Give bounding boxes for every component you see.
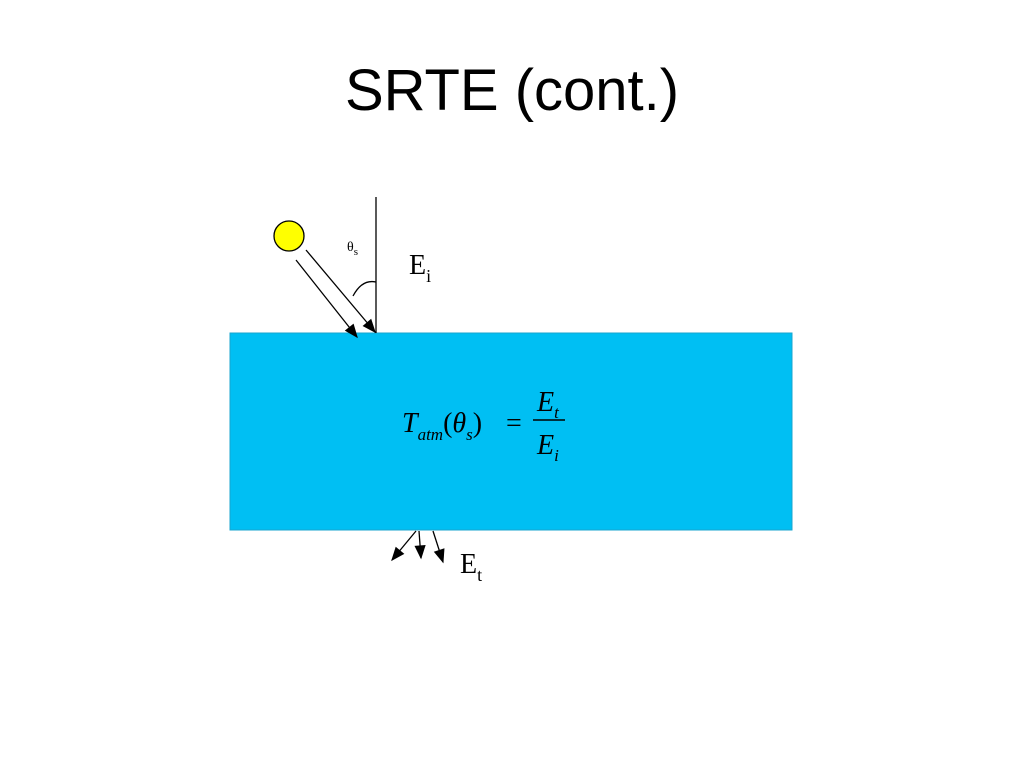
eq-theta-sub: s [466, 425, 473, 444]
eq-T-sub: atm [418, 425, 444, 444]
eq-numerator: E [536, 387, 554, 418]
transmitted-ray-2 [414, 530, 426, 560]
svg-text:Et: Et [536, 387, 560, 422]
eq-theta: θ [452, 408, 466, 439]
eq-close-paren: ) [473, 408, 482, 439]
angle-arc [352, 280, 377, 297]
transmitted-irradiance-label: Et [460, 549, 482, 585]
incident-ray-1 [295, 259, 358, 339]
atmosphere-layer [229, 332, 793, 531]
transmitted-ray-3 [432, 530, 445, 564]
angle-label-sub: s [354, 246, 358, 258]
incident-label-base: E [409, 250, 426, 281]
transmitted-label-sub: t [477, 565, 482, 585]
svg-text:Tatm(θs): Tatm(θs) [402, 408, 482, 444]
incident-ray-2 [305, 249, 376, 334]
transmitted-label-base: E [460, 549, 477, 580]
transmittance-equation: Tatm(θs) = Et Ei [402, 387, 565, 465]
eq-numerator-sub: t [554, 403, 560, 422]
angle-label: θs [347, 240, 358, 258]
angle-label-base: θ [347, 240, 354, 255]
svg-text:Ei: Ei [536, 430, 559, 465]
eq-denominator-sub: i [554, 446, 559, 465]
eq-equals: = [506, 408, 522, 439]
slide-title: SRTE (cont.) [344, 58, 680, 123]
eq-denominator: E [536, 430, 554, 461]
eq-open-paren: ( [443, 408, 452, 439]
incident-irradiance-label: Ei [409, 250, 431, 286]
eq-T: T [402, 408, 420, 439]
sun-icon [273, 220, 305, 252]
transmitted-ray-1 [391, 530, 417, 562]
incident-label-sub: i [426, 266, 431, 286]
